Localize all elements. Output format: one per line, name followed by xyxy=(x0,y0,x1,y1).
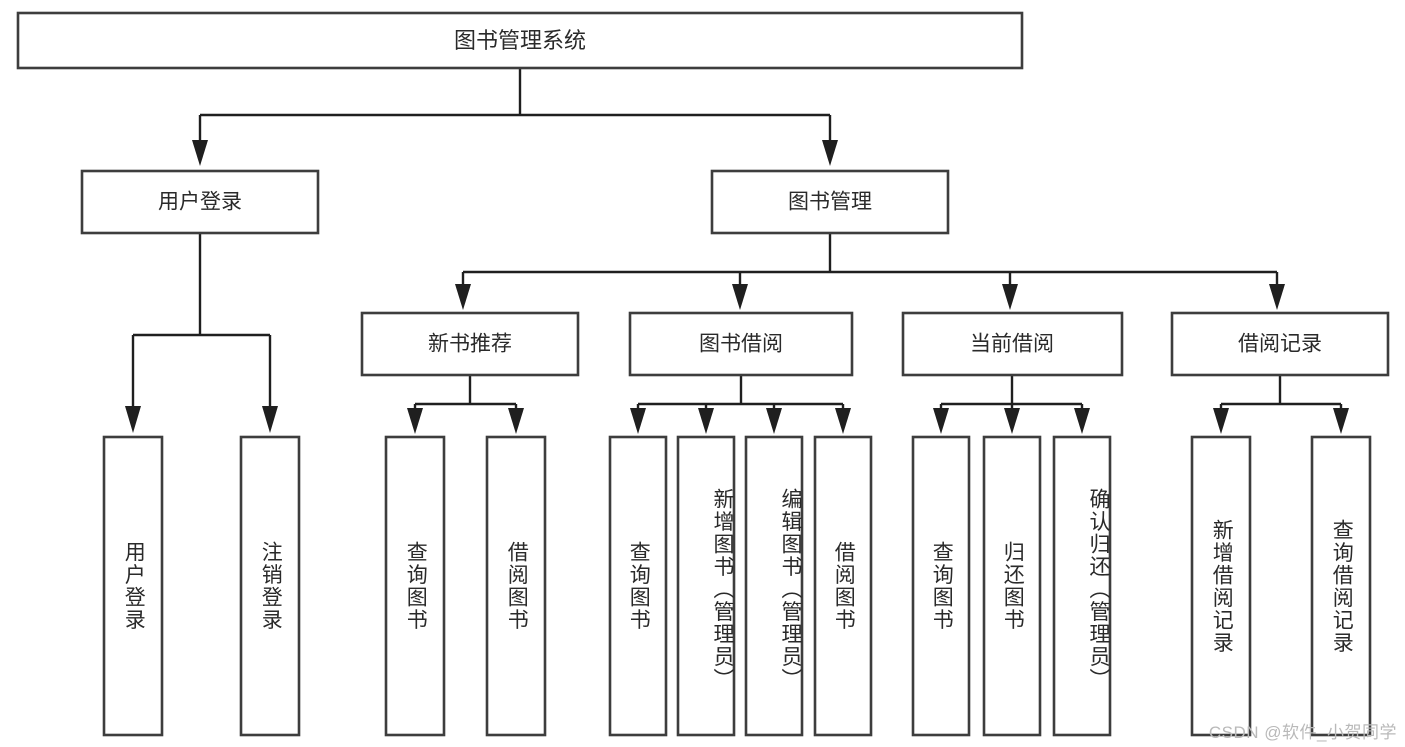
node-current-borrow-rect[interactable] xyxy=(901,311,1124,377)
node-root-label: 图书管理系统 xyxy=(454,28,586,53)
leaf-node-rects xyxy=(102,435,1372,737)
leaf-return-book-rect[interactable] xyxy=(982,435,1042,737)
arrow-head-leaf-user-login xyxy=(125,406,141,433)
arrow-head-leaf-query-record xyxy=(1333,408,1349,434)
connector-group-book-borrow xyxy=(630,375,851,434)
leaf-user-login-rect[interactable] xyxy=(102,435,164,737)
leaf-logout-rect[interactable] xyxy=(239,435,301,737)
arrow-head-leaf-query-book-borrow xyxy=(630,408,646,434)
arrow-head-new-book-recommend xyxy=(455,284,471,310)
leaf-edit-book-rect[interactable] xyxy=(744,435,804,737)
node-book-borrow[interactable]: 图书借阅 xyxy=(628,311,854,377)
arrow-head-book-borrow xyxy=(732,284,748,310)
node-user-login-rect[interactable] xyxy=(80,169,320,235)
arrow-head-leaf-add-book xyxy=(698,408,714,434)
arrow-head-leaf-borrow-book xyxy=(835,408,851,434)
node-current-borrow-label: 当前借阅 xyxy=(970,333,1054,356)
node-book-borrow-rect[interactable] xyxy=(628,311,854,377)
arrow-head-user-login xyxy=(192,140,208,166)
node-new-book-recommend[interactable]: 新书推荐 xyxy=(360,311,580,377)
connector-group-current-borrow xyxy=(933,375,1090,434)
leaf-query-record-rect[interactable] xyxy=(1310,435,1372,737)
leaf-borrow-book-rec-rect[interactable] xyxy=(485,435,547,737)
connector-group-user-login xyxy=(125,233,278,433)
connector-group-root xyxy=(192,68,838,166)
leaf-add-record-rect[interactable] xyxy=(1190,435,1252,737)
connector-group-book-manage xyxy=(455,233,1285,310)
leaf-query-book-cur-rect[interactable] xyxy=(911,435,971,737)
arrow-head-leaf-borrow-book-rec xyxy=(508,408,524,434)
node-current-borrow[interactable]: 当前借阅 xyxy=(901,311,1124,377)
leaf-query-book-rec-rect[interactable] xyxy=(384,435,446,737)
node-user-login[interactable]: 用户登录 xyxy=(80,169,320,235)
leaf-add-book-rect[interactable] xyxy=(676,435,736,737)
arrow-head-current-borrow xyxy=(1002,284,1018,310)
node-root[interactable]: 图书管理系统 xyxy=(16,11,1024,70)
arrow-head-leaf-logout xyxy=(262,406,278,433)
node-new-book-recommend-label: 新书推荐 xyxy=(428,333,512,356)
arrow-head-leaf-confirm-return xyxy=(1074,408,1090,434)
arrow-head-leaf-edit-book xyxy=(766,408,782,434)
node-root-rect[interactable] xyxy=(16,11,1024,70)
leaf-confirm-return-rect[interactable] xyxy=(1052,435,1112,737)
node-book-borrow-label: 图书借阅 xyxy=(699,333,783,356)
node-new-book-recommend-rect[interactable] xyxy=(360,311,580,377)
connector-group-borrow-record xyxy=(1213,375,1349,434)
arrow-head-leaf-return-book xyxy=(1004,408,1020,434)
node-book-manage[interactable]: 图书管理 xyxy=(710,169,950,235)
arrow-head-book-manage xyxy=(822,140,838,166)
node-borrow-record-label: 借阅记录 xyxy=(1238,333,1322,356)
node-borrow-record[interactable]: 借阅记录 xyxy=(1170,311,1390,377)
csdn-watermark: CSDN @软件_小贺同学 xyxy=(1208,723,1397,742)
connector-group-new-book-recommend xyxy=(407,375,524,434)
arrow-head-leaf-query-book-cur xyxy=(933,408,949,434)
leaf-query-book-borrow-rect[interactable] xyxy=(608,435,668,737)
arrow-head-leaf-query-book-rec xyxy=(407,408,423,434)
arrow-head-leaf-add-record xyxy=(1213,408,1229,434)
node-user-login-label: 用户登录 xyxy=(158,191,242,214)
node-borrow-record-rect[interactable] xyxy=(1170,311,1390,377)
leaf-borrow-book-rect[interactable] xyxy=(813,435,873,737)
node-book-manage-rect[interactable] xyxy=(710,169,950,235)
arrow-head-borrow-record xyxy=(1269,284,1285,310)
node-book-manage-label: 图书管理 xyxy=(788,191,872,214)
